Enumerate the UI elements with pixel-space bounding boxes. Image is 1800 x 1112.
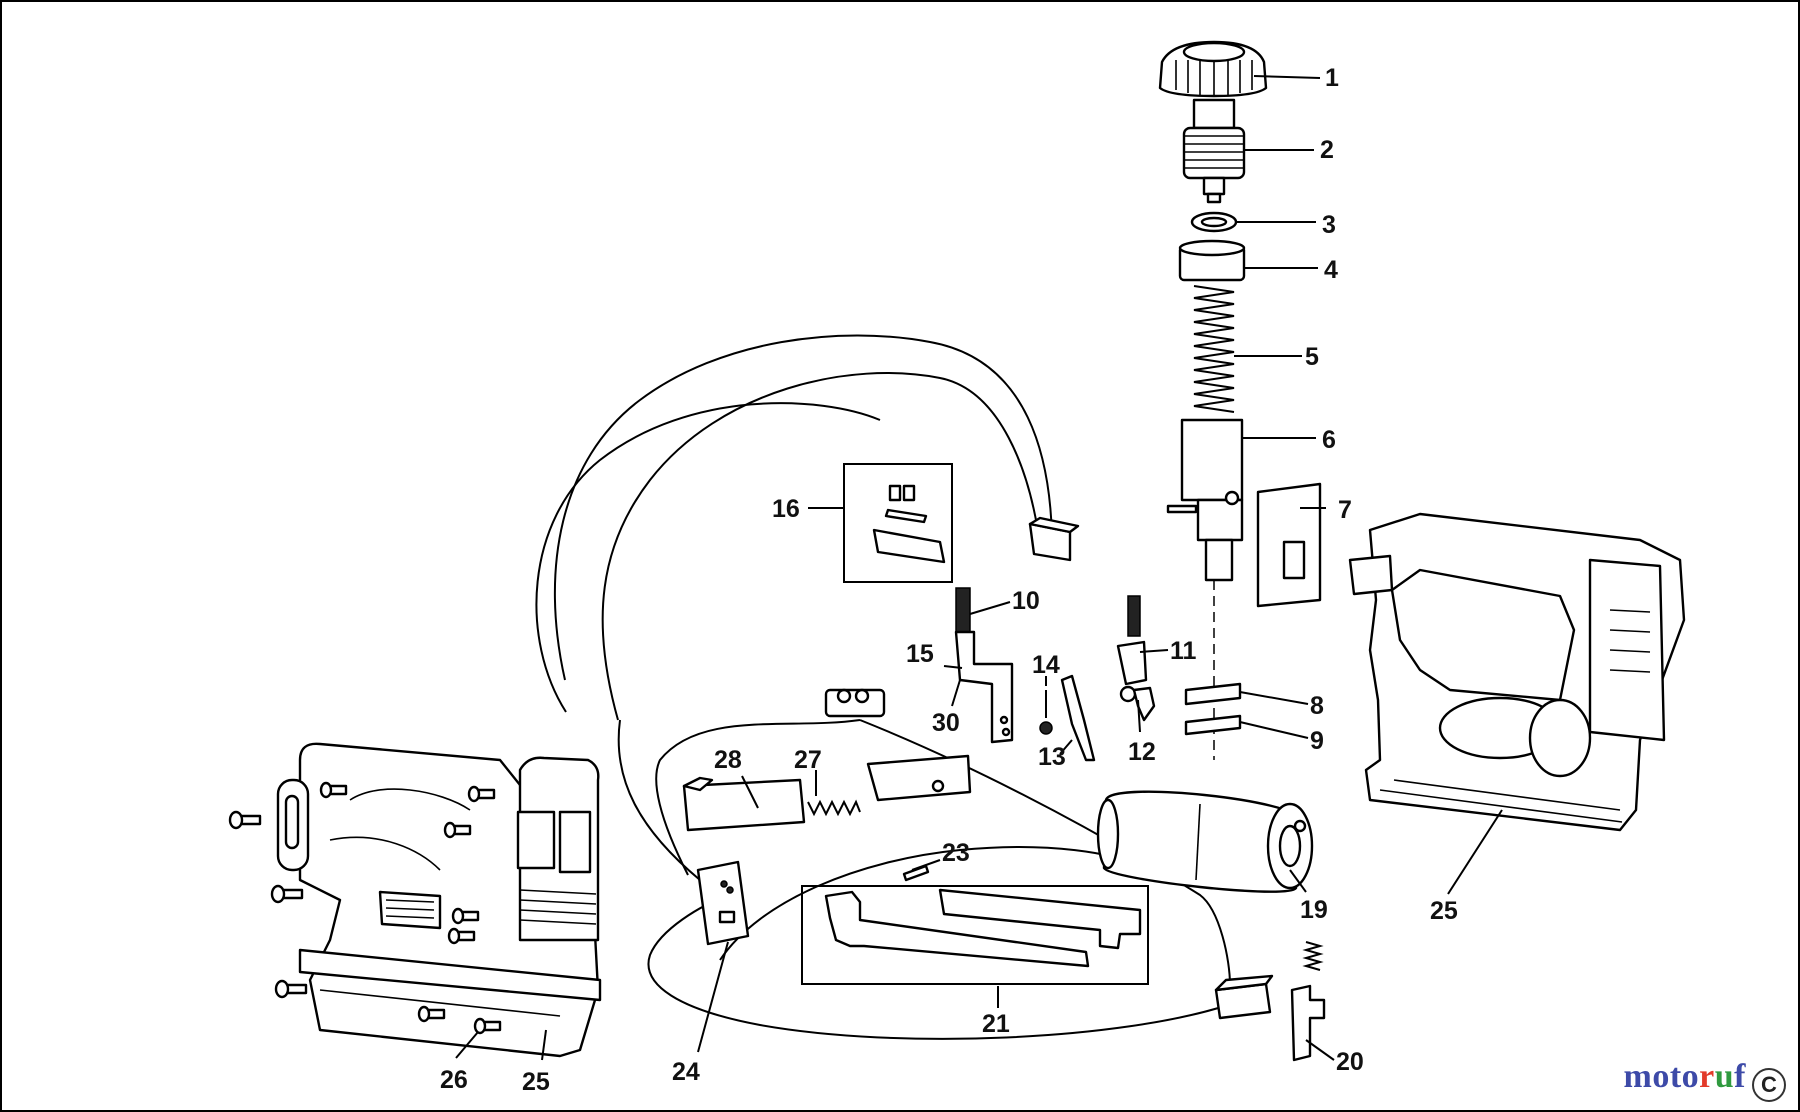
callout-13: 13 — [1038, 743, 1066, 771]
callout-19: 19 — [1300, 896, 1328, 924]
callout-10: 10 — [1012, 587, 1040, 615]
screw — [270, 884, 304, 904]
callout-28: 28 — [714, 746, 742, 774]
part-5-spring — [1193, 285, 1235, 413]
screw — [274, 979, 308, 999]
callout-5: 5 — [1305, 343, 1319, 371]
part-25-left-housing — [276, 742, 602, 1058]
part-21-guide-kit — [801, 885, 1149, 985]
callout-11: 11 — [1170, 637, 1197, 665]
screw — [443, 821, 472, 839]
part-25-right-housing — [1348, 512, 1686, 832]
part-20-trigger — [1290, 941, 1326, 1062]
screw — [451, 907, 480, 925]
microswitch-lower — [1214, 974, 1274, 1020]
callout-4: 4 — [1324, 256, 1338, 284]
part-24-circuit-board — [696, 860, 750, 946]
part-16-kit — [843, 463, 953, 583]
part-4-collar — [1178, 239, 1246, 282]
part-11-latch — [1116, 595, 1148, 686]
callout-25-left: 25 — [522, 1068, 550, 1096]
callout-1: 1 — [1325, 64, 1339, 92]
callout-21: 21 — [982, 1010, 1010, 1038]
part-28-bracket — [682, 776, 806, 832]
callout-8: 8 — [1310, 692, 1324, 720]
part-13-pawl — [1060, 674, 1096, 762]
part-19-motor — [1096, 790, 1314, 893]
part-3-washer — [1190, 211, 1238, 233]
part-27-spring — [807, 799, 861, 817]
microswitch-upper — [1028, 516, 1080, 562]
callout-30: 30 — [932, 709, 960, 737]
part-8-block — [1184, 682, 1242, 706]
callout-2: 2 — [1320, 136, 1334, 164]
callout-15: 15 — [906, 640, 934, 668]
part-2-threaded-stem — [1182, 98, 1246, 204]
watermark-part: moto — [1623, 1058, 1700, 1095]
screw — [228, 810, 262, 830]
slide-bracket — [866, 754, 972, 802]
screw — [447, 927, 476, 945]
watermark-part: u — [1714, 1058, 1735, 1095]
callout-27: 27 — [794, 746, 822, 774]
callout-16: 16 — [772, 495, 800, 523]
copyright-mark: C — [1752, 1068, 1786, 1102]
screw — [417, 1005, 446, 1023]
callout-24: 24 — [672, 1058, 700, 1086]
callout-12: 12 — [1128, 738, 1156, 766]
callout-23: 23 — [942, 839, 970, 867]
callout-14: 14 — [1032, 651, 1060, 679]
part-12-lever — [1119, 685, 1156, 722]
callout-20: 20 — [1336, 1048, 1364, 1076]
screw — [473, 1017, 502, 1035]
watermark-part: f — [1734, 1058, 1746, 1095]
callout-labels: 1 2 3 4 5 6 7 8 9 10 11 12 13 14 15 16 1… — [440, 64, 1458, 1096]
housing-screws — [228, 781, 502, 1035]
callout-6: 6 — [1322, 426, 1336, 454]
part-9-block — [1184, 714, 1242, 736]
callout-3: 3 — [1322, 211, 1336, 239]
screw — [319, 781, 348, 799]
part-10-15-30-actuator — [954, 587, 1014, 744]
leader-lines — [455, 75, 1503, 1061]
callout-7: 7 — [1338, 496, 1352, 524]
callout-26: 26 — [440, 1066, 468, 1094]
callout-9: 9 — [1310, 727, 1324, 755]
part-14-spring — [1039, 690, 1053, 735]
part-7-plate — [1256, 482, 1322, 608]
callout-25-right: 25 — [1430, 897, 1458, 925]
part-6-bracket — [1166, 418, 1244, 760]
wiring — [535, 334, 1231, 1040]
screw — [467, 785, 496, 803]
switch-block — [824, 688, 886, 718]
part-1-adjustment-knob — [1158, 40, 1268, 98]
watermark-logo: motoruf — [1624, 1058, 1747, 1096]
watermark-part: r — [1699, 1058, 1715, 1095]
